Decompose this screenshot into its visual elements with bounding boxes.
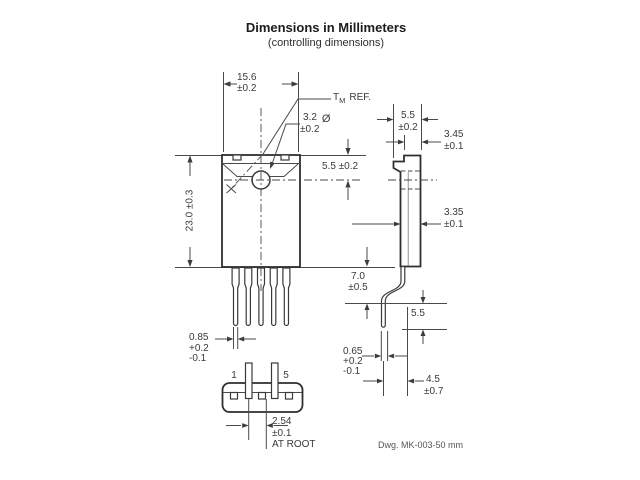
tm-ref-text: REF. xyxy=(349,92,372,103)
pin1-number-label: 1 xyxy=(231,370,237,381)
front-view xyxy=(175,98,395,327)
dim-lead-thickness-tol-minus: -0.1 xyxy=(343,366,361,377)
tm-ref-leader xyxy=(262,98,331,155)
tm-symbol: T xyxy=(333,92,340,103)
bottom-view xyxy=(221,362,304,413)
dim-lead-width-tol-plus: +0.2 xyxy=(189,343,209,354)
dim-pitch-value: 2.54 xyxy=(272,416,292,427)
dim-body-height-value: 23.0 ±0.3 xyxy=(184,189,196,232)
pin1-root xyxy=(229,391,239,400)
pin3-root xyxy=(257,391,267,400)
dim-lead-thickness-value: 0.65 xyxy=(343,346,363,357)
dim-pitch-note: AT ROOT xyxy=(272,439,316,450)
diameter-symbol: Ø xyxy=(321,113,331,125)
dim-body-width xyxy=(223,72,299,152)
dim-lead-width-tol-minus: -0.1 xyxy=(189,353,207,364)
dim-shoulder-length xyxy=(345,247,447,319)
dim-hole-tol: ±0.2 xyxy=(300,124,320,135)
dim-body-thickness-tol: ±0.1 xyxy=(444,219,464,230)
dim-hole-from-top-label: 5.5 ±0.2 xyxy=(322,161,359,172)
dim-hole-from-top xyxy=(345,139,351,200)
dim-lead-offset-value: 4.5 xyxy=(426,374,440,385)
tab-notch-right xyxy=(280,154,290,161)
front-leads xyxy=(231,267,291,327)
dim-body-thickness-value: 3.35 xyxy=(444,207,464,218)
dim-shoulder-value: 7.0 xyxy=(351,271,365,282)
pin5-root xyxy=(284,391,294,400)
drawing-number-note: Dwg. MK-003-50 mm xyxy=(378,440,464,450)
dim-body-thickness xyxy=(352,221,441,227)
dim-body-width-tol: ±0.2 xyxy=(237,83,257,94)
dim-pitch-tol: ±0.1 xyxy=(272,428,292,439)
dim-body-height xyxy=(187,155,193,267)
thermal-measure-point-mark xyxy=(226,184,237,194)
dim-lead-offset-tol: ±0.7 xyxy=(424,386,444,397)
pin4-lead xyxy=(270,362,279,400)
hole-value: 3.2 xyxy=(303,112,317,123)
tab-notch-left xyxy=(232,154,242,161)
tm-subscript: M xyxy=(339,96,346,105)
pin2-lead xyxy=(244,362,253,400)
dim-tab-depth-tol: ±0.1 xyxy=(444,141,464,152)
dim-lead-offset xyxy=(363,307,424,396)
dim-hole-value: 3.2 Ø xyxy=(303,112,331,125)
dim-body-width-value: 15.6 xyxy=(237,72,257,83)
dim-lead-width-value: 0.85 xyxy=(189,332,209,343)
dim-tab-depth-value: 3.45 xyxy=(444,129,464,140)
dim-top-thickness-tol: ±0.2 xyxy=(398,122,418,133)
dim-top-thickness-value: 5.5 xyxy=(401,110,415,121)
hole-leader-arrow xyxy=(270,161,275,169)
dim-top-thickness xyxy=(377,104,438,158)
dim-lead-mid-length-label: 5.5 xyxy=(411,308,425,319)
dim-lead-pitch xyxy=(226,399,288,449)
dim-lead-width xyxy=(215,327,256,349)
hole-leader xyxy=(270,123,300,168)
pin5-number-label: 5 xyxy=(283,370,289,381)
dim-shoulder-tol: ±0.5 xyxy=(348,282,368,293)
dim-lead-thickness-tol-plus: +0.2 xyxy=(343,356,363,367)
side-body-outline xyxy=(392,154,422,268)
side-view xyxy=(380,154,437,328)
page-title: Dimensions in Millimeters xyxy=(245,20,407,35)
page-subtitle: (controlling dimensions) xyxy=(267,37,385,49)
dim-lead-thickness xyxy=(362,331,407,361)
dim-lead-mid-length xyxy=(402,290,447,344)
side-lead xyxy=(380,265,406,328)
dim-tab-depth xyxy=(386,135,441,150)
